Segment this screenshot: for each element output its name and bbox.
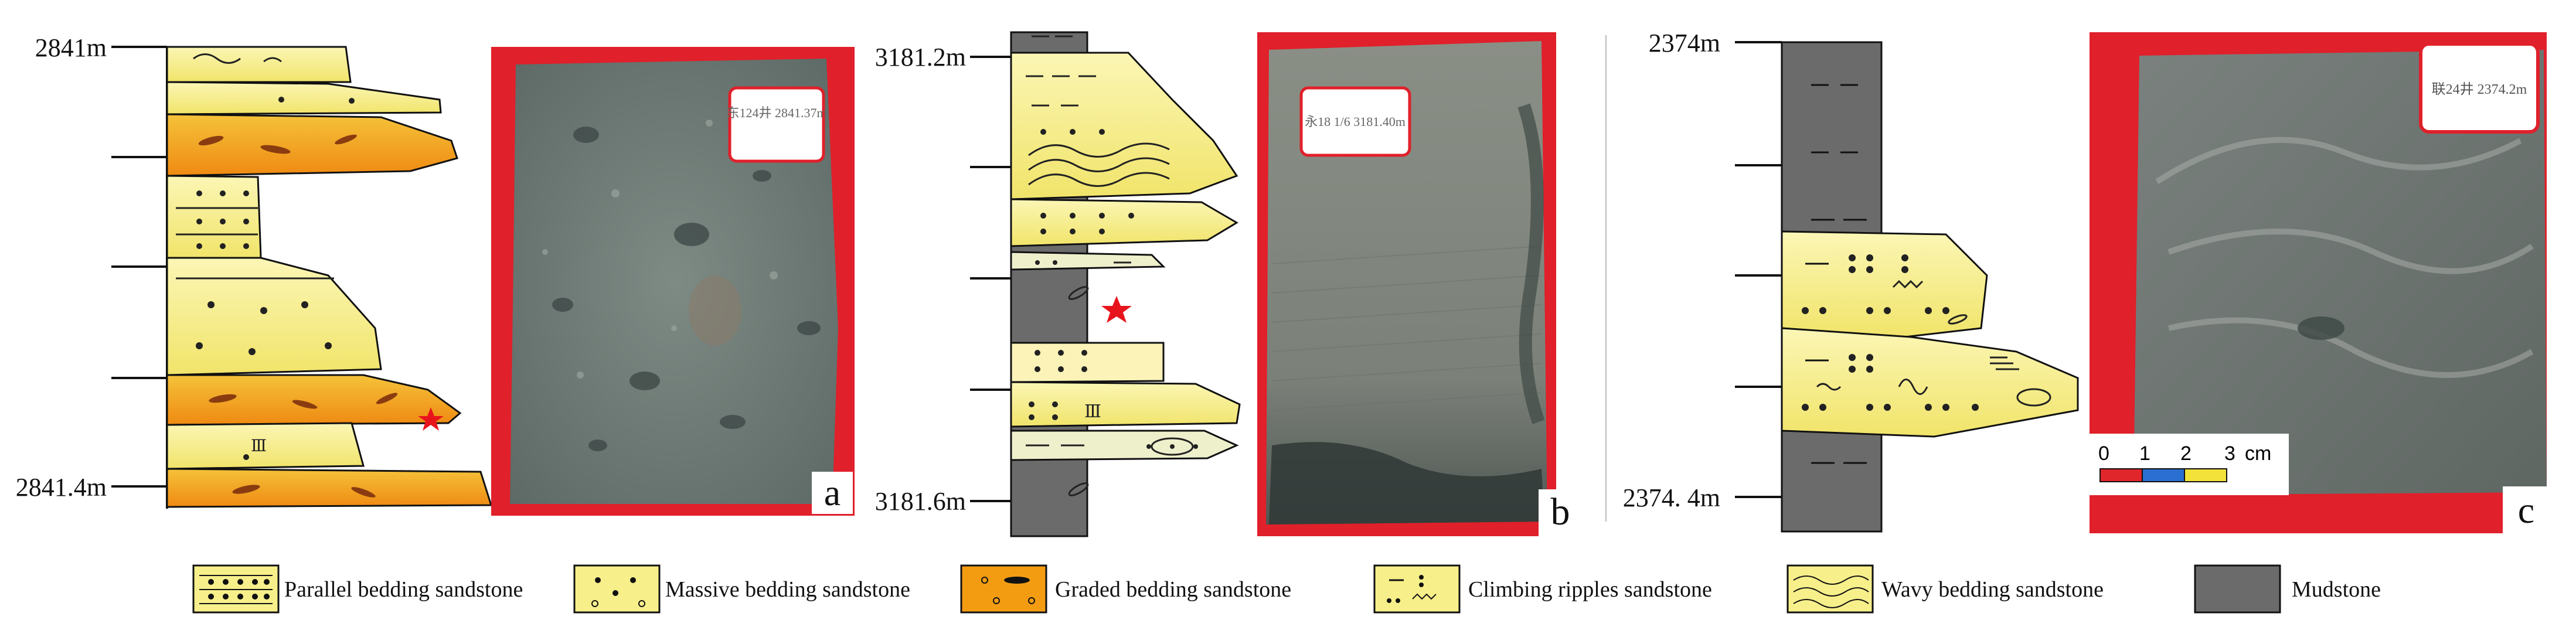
legend-item-climbing-ripples: Climbing ripples sandstone (1373, 564, 1712, 614)
ripple-symbol (193, 53, 282, 64)
depth-bottom-label: 2374. 4m (1623, 483, 1720, 512)
sample-star (1101, 296, 1132, 323)
sample-label-text: 永18 1/6 3181.40m (1305, 114, 1406, 129)
bed-wavy (1781, 327, 2079, 438)
legend-item-mudstone: Mudstone (2194, 564, 2381, 614)
bed-climbing-ripples (1010, 251, 1166, 271)
panel-letter-box (812, 472, 853, 514)
scale-bar-box (2090, 434, 2289, 495)
core-photo (2133, 50, 2547, 495)
sample-star (418, 407, 444, 431)
sample-label-text: 联24井 2374.2m (2432, 81, 2527, 97)
sample-label-card (1299, 86, 1411, 157)
graded-bedding-icon (960, 564, 1047, 614)
core-photo (1266, 41, 1547, 524)
legend-label: Massive bedding sandstone (665, 577, 910, 602)
panel-c: 2374m 2374. 4m (1623, 29, 2550, 533)
mudstone-icon (2194, 564, 2281, 614)
depth-top-label: 3181.2m (875, 43, 966, 71)
bed-massive (166, 257, 382, 376)
bed-graded (166, 468, 493, 508)
sample-label-card (2419, 42, 2540, 134)
massive-bedding-icon (573, 564, 661, 614)
core-photo (510, 59, 838, 504)
depth-top-label: 2841m (35, 33, 107, 62)
legend-label: Parallel bedding sandstone (284, 577, 523, 602)
scale-unit: cm (2245, 442, 2271, 465)
legend-label: Graded bedding sandstone (1055, 577, 1291, 602)
bed-symbol: Ⅲ (251, 437, 267, 455)
depth-bottom-label: 2841.4m (16, 473, 107, 502)
bed-massive (1010, 198, 1238, 247)
legend-item-massive-bedding: Massive bedding sandstone (573, 564, 910, 614)
scale-tick-label: 2 (2180, 442, 2192, 465)
panel-letter-box (1539, 489, 1583, 536)
scale-segment (2142, 468, 2185, 482)
legend-label: Mudstone (2292, 577, 2381, 602)
sample-label-text: 东124井 2841.37m (726, 105, 826, 120)
scale-segment (2184, 468, 2227, 482)
wavy-bedding-icon (1786, 564, 1874, 614)
bed-massive (166, 81, 442, 115)
legend-item-parallel-bedding: Parallel bedding sandstone (192, 564, 523, 614)
legend: Parallel bedding sandstone Massive beddi… (192, 564, 2381, 614)
sample-label-card (728, 86, 825, 163)
panel-letter: b (1551, 490, 1570, 533)
legend-label: Climbing ripples sandstone (1468, 577, 1712, 602)
bed-massive (166, 422, 365, 470)
bed-climbing-ripples (1010, 430, 1239, 461)
bed-climbing-ripples (166, 46, 352, 83)
panel-letter: c (2518, 489, 2534, 531)
scale-segment (2099, 468, 2143, 482)
depth-top-label: 2374m (1649, 29, 1720, 57)
climbing-ripples-icon (1373, 564, 1461, 614)
bed-massive (1010, 381, 1241, 428)
bed-climbing-ripples (1781, 230, 1988, 338)
panel-letter-box (2503, 486, 2550, 533)
panel-letter: a (824, 472, 840, 513)
bed-graded (166, 113, 458, 177)
depth-bottom-label: 3181.6m (875, 487, 966, 516)
bed-symbol: Ⅲ (1084, 402, 1101, 421)
panel-a: 2841m 2841.4m (16, 33, 855, 516)
legend-label: Wavy bedding sandstone (1881, 577, 2104, 602)
bed-massive (1010, 342, 1165, 383)
scale-tick-label: 3 (2224, 442, 2235, 465)
legend-item-graded-bedding: Graded bedding sandstone (960, 564, 1291, 614)
scale-tick-label: 1 (2139, 442, 2150, 465)
scale-tick-label: 0 (2098, 442, 2109, 465)
legend-item-wavy-bedding: Wavy bedding sandstone (1786, 564, 2104, 614)
panel-b: 3181.2m 3181.6m (875, 31, 1583, 537)
